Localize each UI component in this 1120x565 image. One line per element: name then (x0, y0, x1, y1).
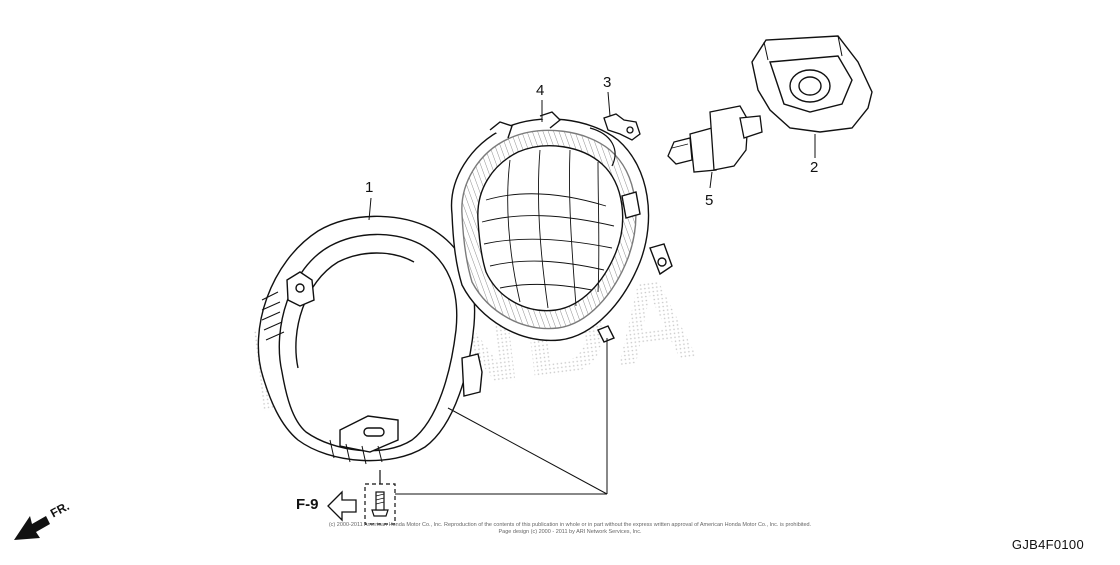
copyright-line-2: Page design (c) 2000 - 2011 by ARI Netwo… (498, 529, 642, 536)
copyright-line-1: (c) 2000-2011 American Honda Motor Co., … (328, 522, 812, 528)
part-3-clip (603, 113, 641, 141)
reference-arrow (327, 490, 357, 522)
part-screw (364, 470, 396, 525)
callout-2: 2 (810, 159, 819, 176)
copyright-notice: (c) 2000-2011 American Honda Motor Co., … (300, 522, 840, 537)
callout-3: 3 (603, 74, 612, 91)
part-1-case (257, 215, 483, 465)
part-5-bulb (667, 105, 763, 173)
part-4-headlight-unit (450, 111, 673, 343)
diagram-code: GJB4F0100 (1011, 537, 1084, 552)
callout-4: 4 (536, 82, 545, 99)
front-arrow (14, 516, 50, 540)
callout-1: 1 (365, 179, 374, 196)
callout-5: 5 (705, 192, 714, 209)
part-2-socket-cover (751, 35, 873, 133)
reference-label[interactable]: F-9 (296, 496, 319, 513)
leader-lines (368, 91, 816, 495)
